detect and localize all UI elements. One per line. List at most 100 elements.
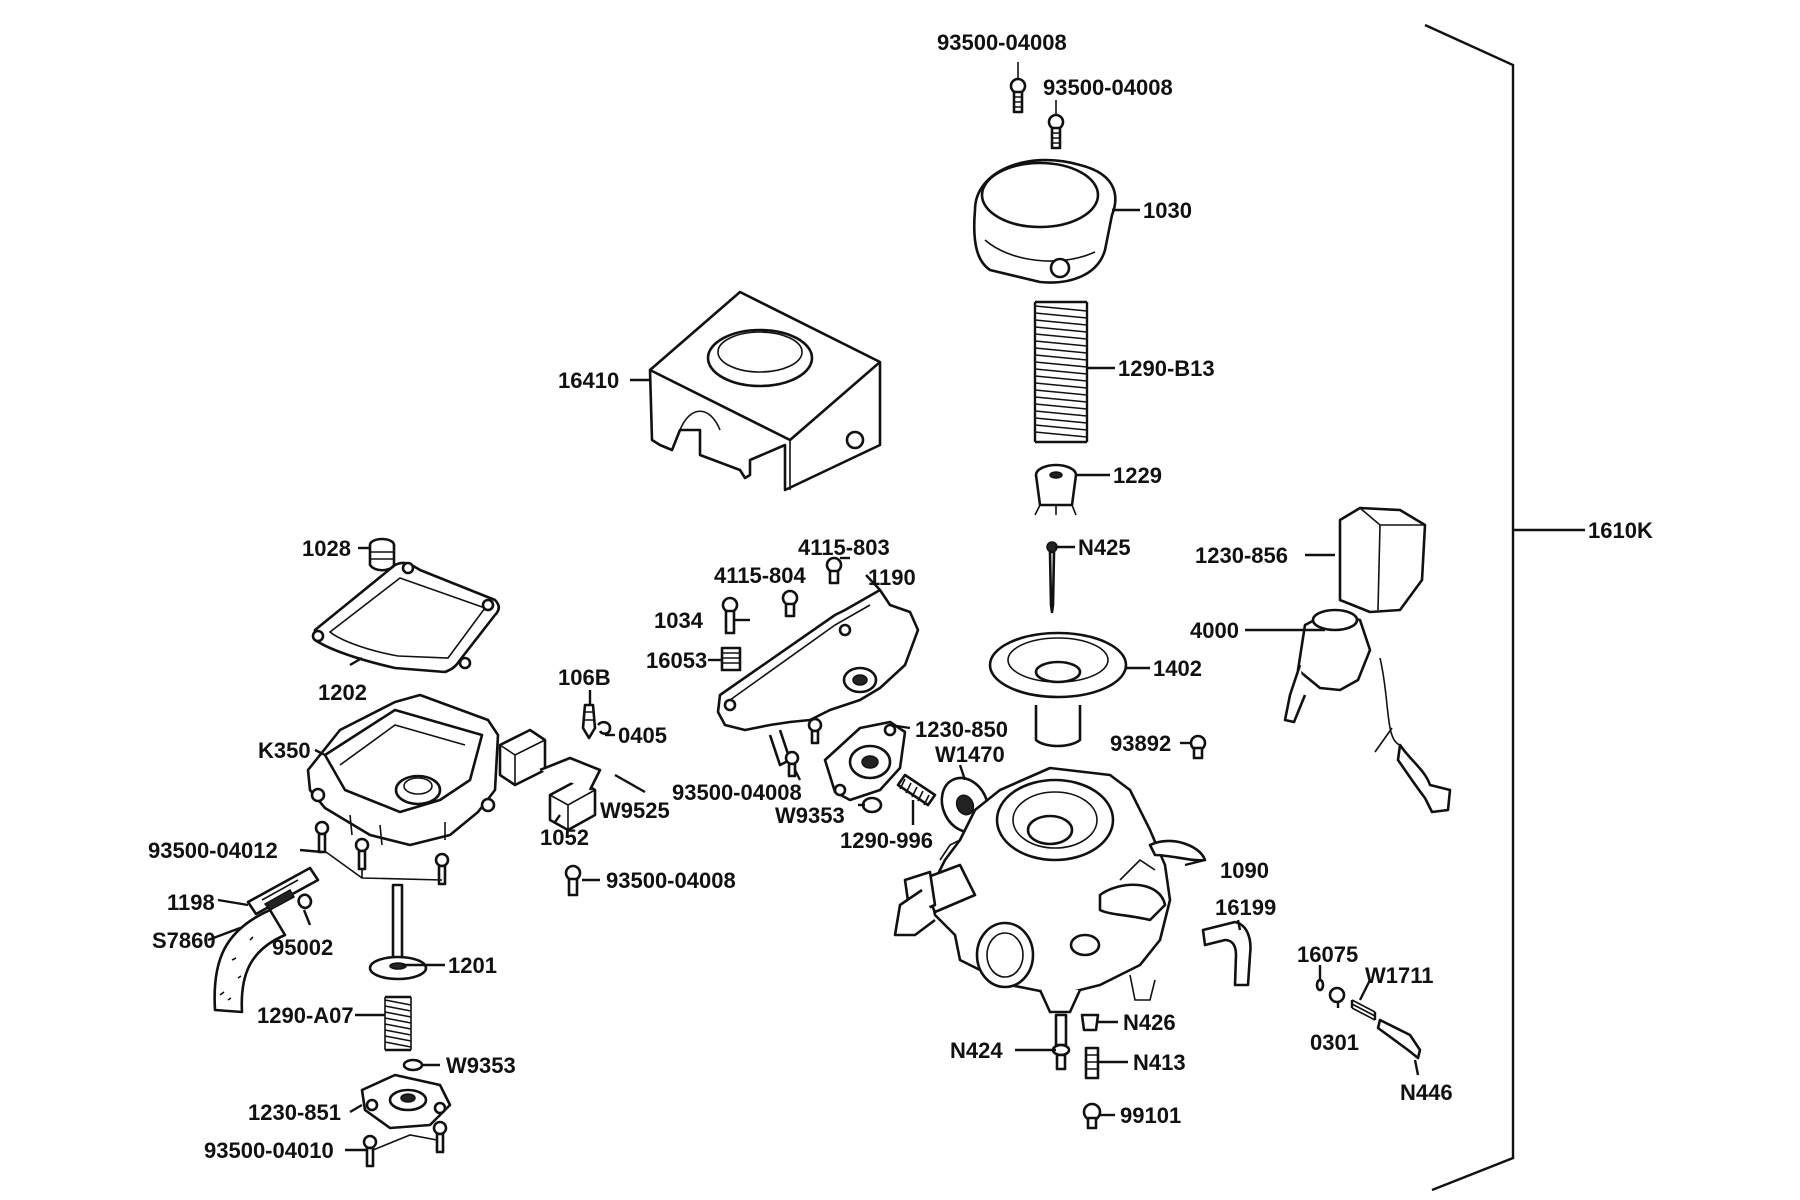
screw-1034 — [721, 596, 739, 635]
spring-w1711 — [1350, 999, 1377, 1021]
hose-clip — [297, 893, 313, 910]
idle-screw-n446 — [1376, 1018, 1422, 1060]
o-ring-left — [402, 1058, 424, 1072]
needle-retainer — [1034, 463, 1078, 516]
float-bowl-gasket — [311, 561, 501, 674]
label-4115-804: 4115-804 — [714, 563, 807, 588]
label-16199: 16199 — [1215, 895, 1276, 920]
label-1034: 1034 — [654, 608, 704, 633]
screws-1230-850 — [784, 717, 823, 778]
o-ring-right — [861, 796, 883, 814]
label-16053: 16053 — [646, 648, 707, 673]
label-n425: N425 — [1078, 535, 1131, 560]
label-1201: 1201 — [448, 953, 497, 978]
label-1229: 1229 — [1113, 463, 1162, 488]
screw-4115-803 — [825, 556, 843, 585]
label-1610k: 1610K — [1588, 518, 1653, 543]
washer-0301 — [1328, 986, 1346, 1004]
label-1090: 1090 — [1220, 858, 1269, 883]
hose-16199 — [1201, 920, 1252, 987]
label-1230-850: 1230-850 — [915, 717, 1008, 742]
label-1290-996: 1290-996 — [840, 828, 933, 853]
part-labels: 93500-04008 93500-04008 1030 16410 1290-… — [148, 30, 1653, 1163]
choke-cover-screws — [362, 1120, 448, 1168]
jet-n426 — [1080, 1013, 1100, 1032]
label-1290-b13: 1290-B13 — [1118, 356, 1215, 381]
spring-16053 — [720, 646, 742, 672]
label-106b: 106B — [558, 665, 611, 690]
label-w9525: W9525 — [600, 798, 670, 823]
label-1202: 1202 — [318, 680, 367, 705]
label-n426: N426 — [1123, 1010, 1176, 1035]
float-needle-valve — [581, 703, 597, 740]
label-1190: 1190 — [868, 565, 916, 590]
screw-float-area — [564, 864, 582, 897]
label-k350: K350 — [258, 738, 311, 763]
label-4115-803: 4115-803 — [798, 535, 890, 560]
carburetor-top-cap — [973, 158, 1117, 284]
auto-choke — [1283, 608, 1452, 814]
carburetor-body — [893, 766, 1172, 1014]
throttle-cable-bracket — [716, 588, 920, 767]
choke-spring-right — [896, 773, 937, 807]
oring-16075 — [1315, 978, 1325, 992]
drain-hose — [213, 908, 287, 1014]
float-pin — [614, 773, 646, 794]
label-w9353-b: W9353 — [775, 803, 845, 828]
label-93500-04008-b: 93500-04008 — [1043, 75, 1173, 100]
label-1028: 1028 — [302, 536, 351, 561]
screw-top-a — [1009, 62, 1027, 114]
label-w1711: W1711 — [1365, 963, 1434, 988]
label-93500-04008-d: 93500-04008 — [672, 780, 802, 805]
label-99101: 99101 — [1120, 1103, 1181, 1128]
assembly-bracket — [1424, 23, 1585, 1192]
screw-93892 — [1189, 734, 1207, 760]
vacuum-diaphragm — [988, 631, 1128, 748]
label-0301: 0301 — [1310, 1030, 1359, 1055]
jet-cap-1028 — [368, 537, 396, 572]
label-1198: 1198 — [167, 890, 215, 915]
label-1030: 1030 — [1143, 198, 1192, 223]
label-0405: 0405 — [618, 723, 667, 748]
jet-needle — [1046, 541, 1058, 614]
auto-choke-cover — [1338, 506, 1427, 614]
air-box-cover — [648, 290, 882, 492]
float-bowl — [306, 693, 500, 847]
label-w9353-a: W9353 — [446, 1053, 516, 1078]
label-93500-04012: 93500-04012 — [148, 838, 278, 863]
screw-top-b — [1047, 100, 1065, 150]
label-95002: 95002 — [272, 935, 333, 960]
label-n413: N413 — [1133, 1050, 1186, 1075]
label-4000: 4000 — [1190, 618, 1239, 643]
float — [498, 728, 602, 832]
label-n424: N424 — [950, 1038, 1003, 1063]
jet-n424 — [1051, 1013, 1071, 1071]
label-16075: 16075 — [1297, 942, 1358, 967]
needle-clip — [596, 720, 612, 735]
label-n446: N446 — [1400, 1080, 1453, 1105]
choke-cover-right — [823, 720, 907, 802]
label-1230-851: 1230-851 — [248, 1100, 341, 1125]
label-93500-04008-a: 93500-04008 — [937, 30, 1067, 55]
slide-spring — [1033, 300, 1089, 444]
drain-screw — [246, 866, 320, 916]
choke-diaphragm-valve — [368, 883, 428, 981]
leader-lines — [207, 208, 1420, 1152]
label-w1470: W1470 — [935, 742, 1005, 767]
label-16410: 16410 — [558, 368, 619, 393]
label-1052: 1052 — [540, 825, 589, 850]
label-1402: 1402 — [1153, 656, 1202, 681]
label-1290-a07: 1290-A07 — [257, 1003, 354, 1028]
choke-spring — [384, 995, 412, 1052]
choke-cover — [360, 1073, 452, 1130]
jet-n413 — [1084, 1046, 1100, 1080]
label-1230-856: 1230-856 — [1195, 543, 1288, 568]
label-93500-04010: 93500-04010 — [204, 1138, 334, 1163]
label-93500-04008-c: 93500-04008 — [606, 868, 736, 893]
bowl-screws — [314, 820, 450, 886]
label-s7860: S7860 — [152, 928, 216, 953]
label-93892: 93892 — [1110, 731, 1171, 756]
screw-4115-804 — [781, 589, 799, 618]
plug-99101 — [1082, 1102, 1102, 1130]
